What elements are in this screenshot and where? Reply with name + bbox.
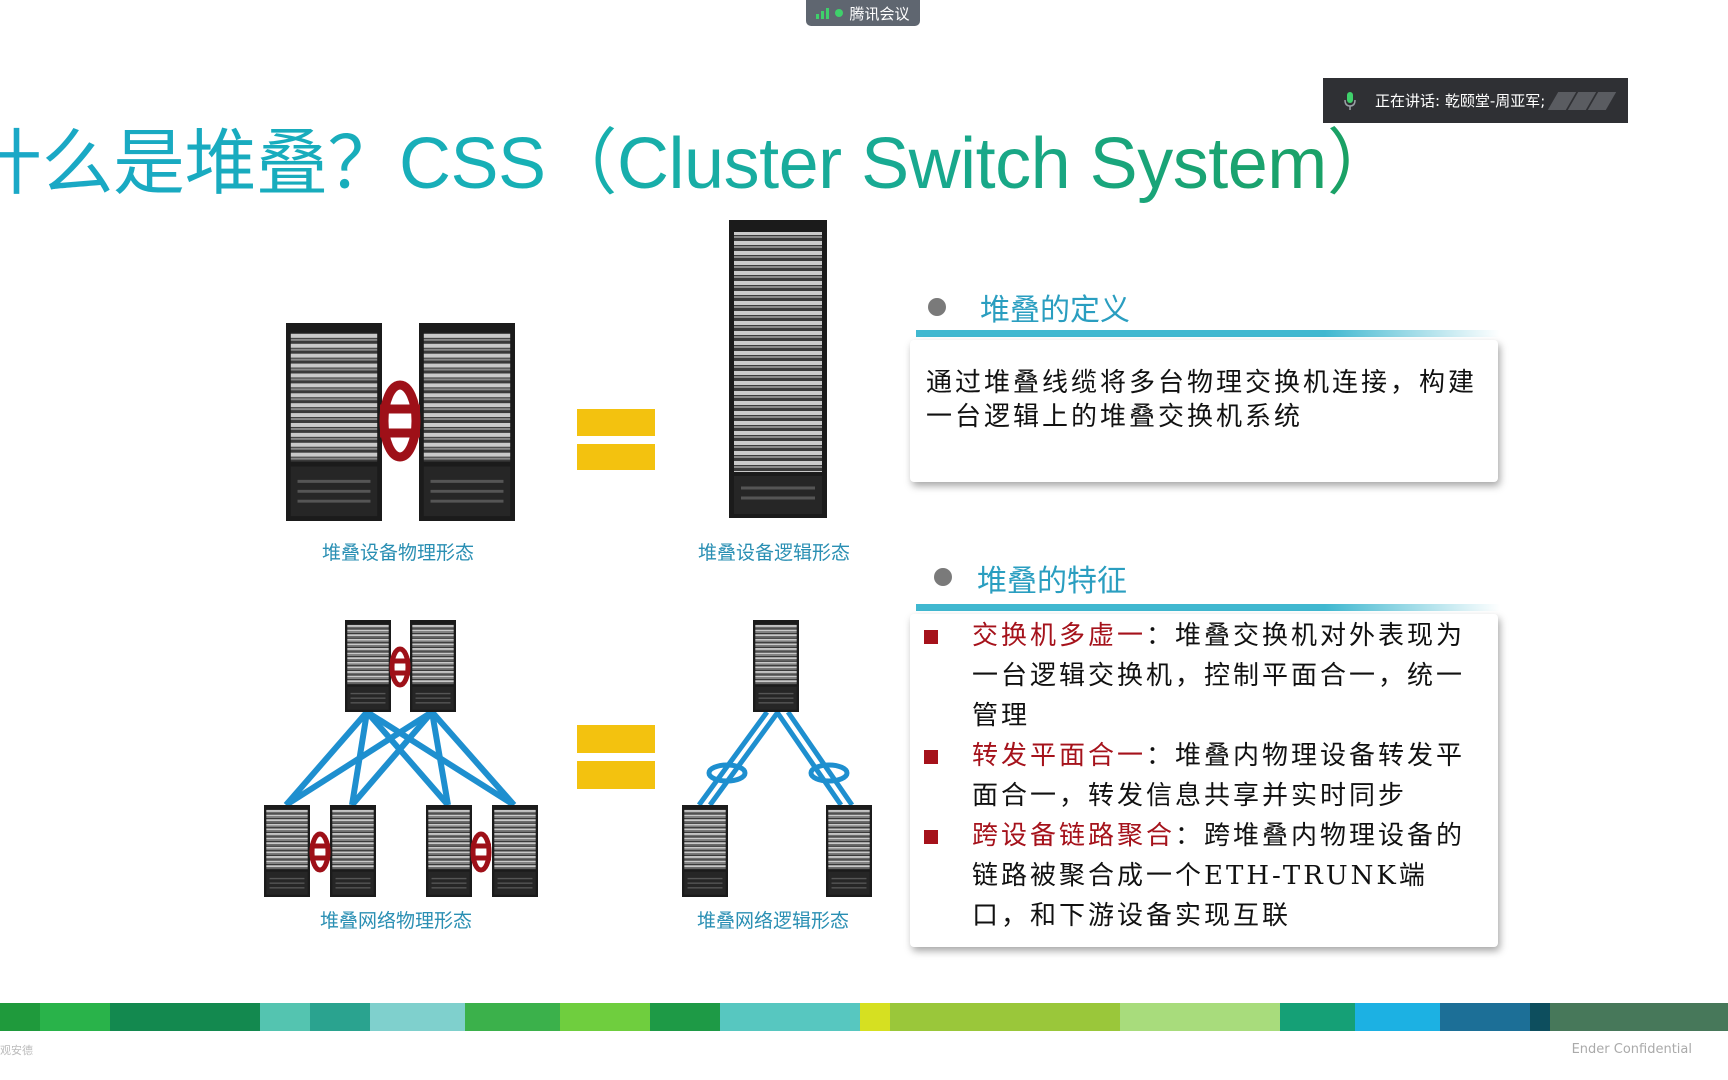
access-rack-3	[425, 804, 473, 898]
slide-title: 什么是堆叠？CSS（Cluster Switch System）	[0, 104, 1399, 209]
features-box: 交换机多虚一：堆叠交换机对外表现为一台逻辑交换机，控制平面合一，统一管理 转发平…	[910, 614, 1498, 947]
network-links-logical	[696, 710, 855, 807]
feature-item: 交换机多虚一：堆叠交换机对外表现为一台逻辑交换机，控制平面合一，统一管理	[920, 616, 1480, 736]
definition-text: 通过堆叠线缆将多台物理交换机连接，构建一台逻辑上的堆叠交换机系统	[926, 368, 1478, 432]
caption-logical-device: 堆叠设备逻辑形态	[698, 542, 851, 564]
features-bullet-icon	[934, 568, 952, 586]
physical-rack-left	[284, 321, 384, 523]
logical-core-rack	[752, 619, 800, 713]
equals-sign-bottom-1	[577, 725, 655, 753]
definition-box: 通过堆叠线缆将多台物理交换机连接，构建一台逻辑上的堆叠交换机系统	[910, 340, 1498, 482]
core-rack-left	[344, 619, 392, 713]
feature-term: 交换机多虚一	[972, 621, 1147, 651]
speaker-label: 正在讲话: 乾颐堂-周亚军;	[1375, 92, 1546, 110]
caption-physical-network: 堆叠网络物理形态	[320, 910, 473, 932]
feature-term: 转发平面合一	[972, 741, 1147, 771]
features-heading: 堆叠的特征	[977, 564, 1127, 599]
stack-link-icon	[379, 380, 421, 462]
footer-left-note: 观安德	[0, 1044, 33, 1057]
status-dot-icon	[835, 9, 844, 17]
caption-physical-device: 堆叠设备物理形态	[322, 542, 475, 564]
equals-sign-bottom-2	[577, 761, 655, 789]
signal-icon	[816, 7, 830, 19]
equals-sign-top-1	[577, 409, 655, 436]
square-bullet-icon	[924, 830, 938, 844]
square-bullet-icon	[924, 630, 938, 644]
physical-rack-right	[417, 321, 517, 523]
microphone-icon	[1333, 91, 1367, 111]
meeting-app-label: 腾讯会议	[849, 4, 910, 23]
definition-bullet-icon	[928, 298, 946, 316]
logical-access-rack-left	[681, 804, 729, 898]
core-rack-right	[409, 619, 457, 713]
feature-item: 跨设备链路聚合：跨堆叠内物理设备的链路被聚合成一个ETH-TRUNK端口，和下游…	[920, 816, 1480, 936]
stack-link-icon	[309, 646, 492, 873]
access-rack-4	[491, 804, 539, 898]
footer-color-strip	[0, 1003, 1728, 1031]
definition-heading: 堆叠的定义	[980, 293, 1130, 328]
access-rack-2	[329, 804, 377, 898]
feature-term: 跨设备链路聚合	[972, 821, 1176, 851]
access-rack-1	[263, 804, 311, 898]
logical-rack	[729, 220, 827, 518]
footer-confidential: Ender Confidential	[1571, 1042, 1692, 1057]
feature-text: ：堆叠交换机对外表现为一台逻辑交换机，控制平面合一，统一管理	[972, 621, 1466, 731]
square-bullet-icon	[924, 750, 938, 764]
feature-text: ：堆叠内物理设备转发平面合一，转发信息共享并实时同步	[972, 741, 1466, 811]
logical-access-rack-right	[825, 804, 873, 898]
features-divider	[916, 604, 1500, 611]
equals-sign-top-2	[577, 444, 655, 470]
feature-item: 转发平面合一：堆叠内物理设备转发平面合一，转发信息共享并实时同步	[920, 736, 1480, 816]
caption-logical-network: 堆叠网络逻辑形态	[697, 910, 850, 932]
feature-text: ：跨堆叠内物理设备的链路被聚合成一个ETH-TRUNK端口，和下游设备实现互联	[972, 821, 1466, 931]
speaking-indicator: 正在讲话: 乾颐堂-周亚军;	[1323, 78, 1628, 123]
meeting-app-tab[interactable]: 腾讯会议	[806, 0, 920, 26]
definition-divider	[916, 330, 1500, 337]
network-links-physical	[283, 709, 517, 808]
